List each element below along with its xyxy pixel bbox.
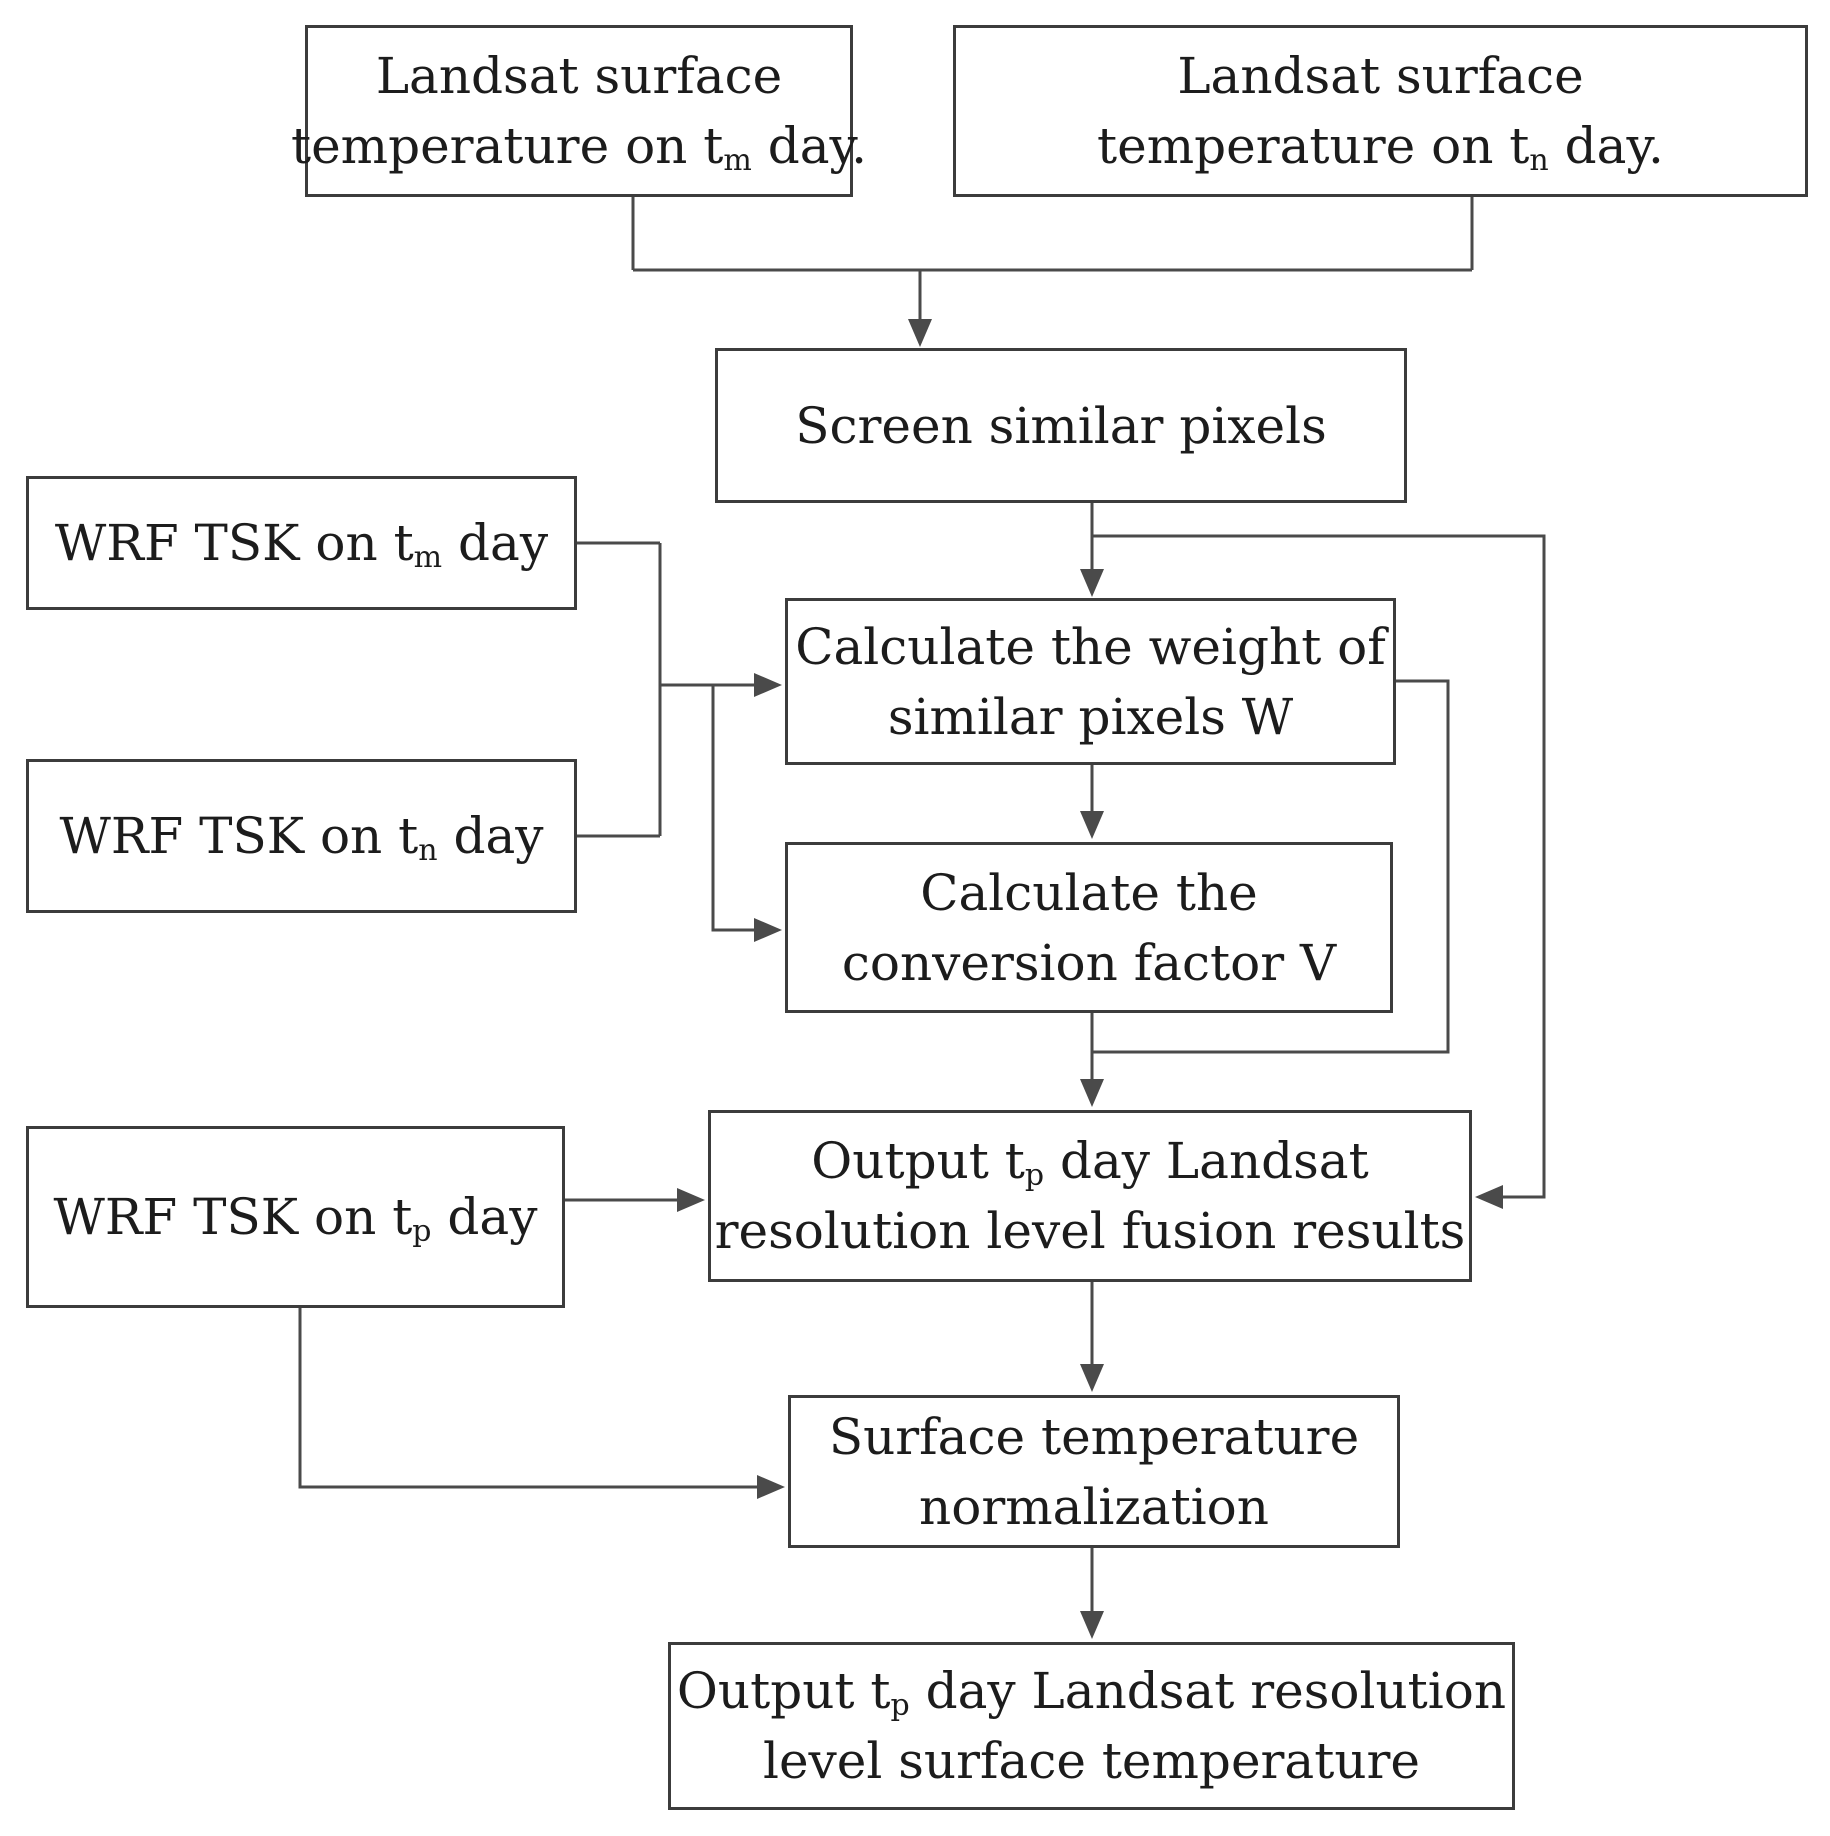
label-line: Landsat surface	[376, 41, 782, 111]
label-line: temperature on tn day.	[1097, 111, 1664, 181]
label-text: Landsat surface	[375, 47, 783, 105]
box-screen-similar-pixels: Screen similar pixels	[715, 348, 1407, 503]
label-line: WRF TSK on tn day	[59, 801, 543, 871]
label-line: normalization	[919, 1472, 1269, 1542]
arrowhead-weight-to-conversion	[1080, 811, 1104, 839]
label-text: WRF TSK on t	[54, 514, 414, 572]
label-line: similar pixels W	[888, 682, 1293, 752]
box-output-fusion: Output tp day Landsat resolution level f…	[708, 1110, 1472, 1282]
label-line: conversion factor V	[842, 928, 1336, 998]
label-line: WRF TSK on tp day	[54, 1182, 538, 1252]
connector-branch-to-conversion	[711, 685, 758, 932]
label-text: day.	[751, 117, 868, 175]
box-output-surface-temp: Output tp day Landsat resolution level s…	[668, 1642, 1515, 1810]
connector-screen-bypass-right	[1092, 534, 1546, 1199]
box-wrf-tsk-tm: WRF TSK on tm day	[26, 476, 577, 610]
label-text: Calculate the weight of	[795, 617, 1386, 676]
arrowhead-wrftp-to-fusion	[677, 1188, 705, 1212]
label-text: WRF TSK on t	[53, 1188, 413, 1246]
box-landsat-tn: Landsat surface temperature on tn day.	[953, 25, 1808, 197]
label-text: temperature on t	[1097, 117, 1530, 175]
subscript: p	[1024, 1157, 1045, 1193]
subscript: m	[413, 539, 443, 575]
label-line: level surface temperature	[763, 1726, 1420, 1796]
label-text: normalization	[919, 1477, 1269, 1536]
arrowhead-fusion-to-normalization	[1080, 1364, 1104, 1392]
label-text: Output t	[676, 1662, 891, 1720]
label-line: temperature on tm day.	[291, 111, 867, 181]
arrowhead-screen-to-weight	[1080, 569, 1104, 597]
label-text: Screen similar pixels	[795, 396, 1327, 455]
label-text: day Landsat resolution	[909, 1662, 1507, 1720]
label-text: day.	[1548, 117, 1664, 175]
label-line: Output tp day Landsat resolution	[677, 1656, 1506, 1726]
box-wrf-tsk-tp: WRF TSK on tp day	[26, 1126, 565, 1308]
box-calc-conversion: Calculate the conversion factor V	[785, 842, 1393, 1013]
subscript: m	[723, 142, 752, 178]
label-line: Screen similar pixels	[795, 391, 1327, 461]
arrowhead-conversion-to-fusion	[1080, 1079, 1104, 1107]
label-text: Calculate the	[920, 863, 1258, 922]
label-text: similar pixels W	[887, 687, 1294, 746]
label-text: conversion factor V	[841, 933, 1337, 992]
box-landsat-tm: Landsat surface temperature on tm day.	[291, 25, 867, 197]
arrowhead-branch-to-conversion	[754, 918, 782, 942]
label-text: day	[437, 807, 544, 865]
label-line: Output tp day Landsat	[811, 1126, 1368, 1196]
arrowhead-merge-to-screen	[908, 319, 932, 347]
label-line: Surface temperature	[829, 1402, 1359, 1472]
label-text: Landsat surface	[1177, 47, 1584, 105]
label-text: resolution level fusion results	[714, 1202, 1466, 1260]
label-text: Output t	[811, 1132, 1025, 1190]
label-line: Landsat surface	[1177, 41, 1583, 111]
label-line: resolution level fusion results	[715, 1196, 1466, 1266]
subscript: n	[418, 832, 438, 868]
arrowhead-bypass-to-fusion	[1475, 1185, 1503, 1209]
label-text: level surface temperature	[762, 1732, 1421, 1790]
label-text: WRF TSK on t	[59, 807, 419, 865]
box-surface-temp-normalization: Surface temperature normalization	[788, 1395, 1400, 1548]
label-text: temperature on t	[290, 117, 724, 175]
label-text: day Landsat	[1044, 1132, 1369, 1190]
label-text: Surface temperature	[828, 1407, 1360, 1466]
label-line: WRF TSK on tm day	[55, 508, 548, 578]
subscript: n	[1529, 142, 1549, 178]
connector-weight-loop	[1092, 679, 1450, 1054]
box-calc-weight: Calculate the weight of similar pixels W	[785, 598, 1396, 765]
arrowhead-normalization-to-final	[1080, 1611, 1104, 1639]
subscript: p	[890, 1687, 910, 1723]
label-line: Calculate the weight of	[795, 612, 1386, 682]
box-wrf-tsk-tn: WRF TSK on tn day	[26, 759, 577, 913]
arrowhead-wrftp-to-normalization	[757, 1475, 785, 1499]
connector-wrftp-to-normalization	[298, 1308, 761, 1489]
label-text: day	[431, 1188, 538, 1246]
label-line: Calculate the	[920, 858, 1258, 928]
arrowhead-join-to-weight	[754, 673, 782, 697]
subscript: p	[412, 1213, 432, 1249]
label-text: day	[442, 514, 549, 572]
